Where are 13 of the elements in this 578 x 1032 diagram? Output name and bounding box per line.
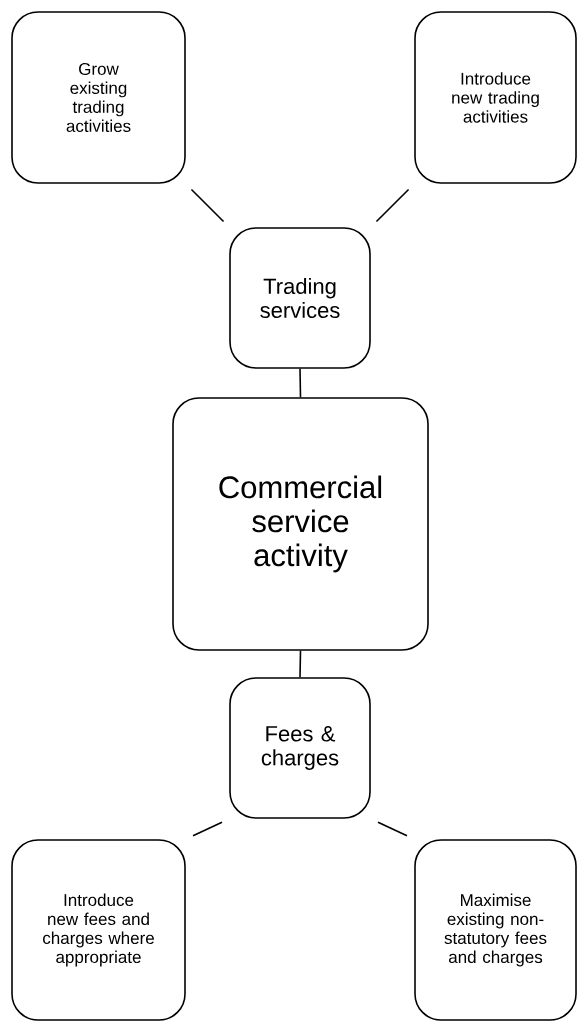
rounded-box: Maximise existing non-statutory fees and charges xyxy=(414,839,577,1021)
rounded-box: Introduce new fees and charges where appropriate xyxy=(11,839,186,1021)
connector-line xyxy=(375,188,410,223)
connector-line xyxy=(192,821,223,837)
connector-line xyxy=(190,188,225,223)
rounded-box: Trading services xyxy=(229,227,371,369)
rounded-box: Fees & charges xyxy=(229,677,371,819)
connector-line xyxy=(299,368,302,398)
rounded-box: Commercial service activity xyxy=(172,397,429,651)
rounded-box: Introduce new trading activities xyxy=(414,11,577,184)
connector-line xyxy=(299,650,302,678)
rounded-box: Grow existing trading activities xyxy=(11,11,186,184)
connector-line xyxy=(377,821,408,837)
